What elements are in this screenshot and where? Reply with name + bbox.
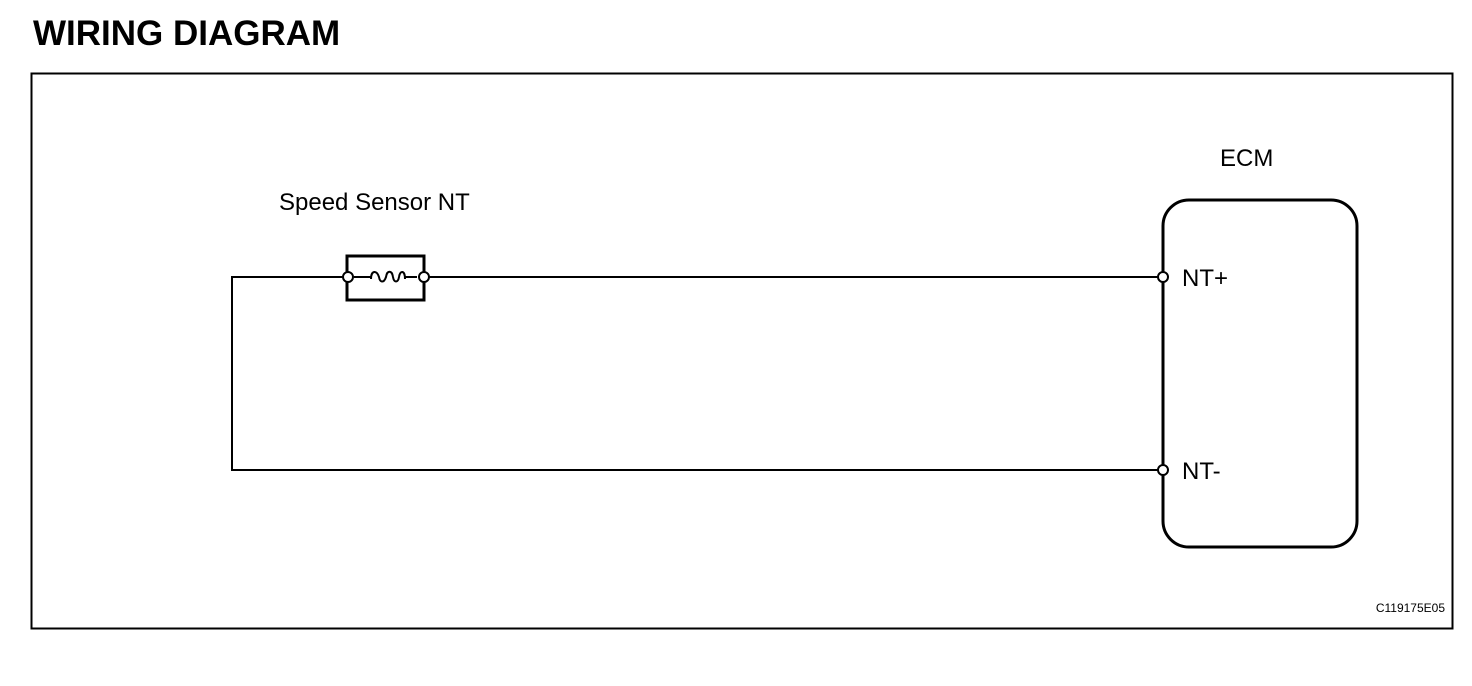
speed-sensor-symbol [342,254,430,302]
sensor-label: Speed Sensor NT [279,189,470,216]
figure-code: C119175E05 [1376,601,1445,615]
diagram-frame [30,72,1454,630]
coil-icon [370,270,406,283]
page-title: WIRING DIAGRAM [33,14,341,53]
sensor-terminal-left [342,271,354,283]
terminal-label-nt-plus: NT+ [1182,265,1228,292]
terminal-nt-plus [1157,271,1169,283]
terminal-label-nt-minus: NT- [1182,458,1221,485]
ecm-box [1161,198,1359,549]
sensor-terminal-right [418,271,430,283]
terminal-nt-minus [1157,464,1169,476]
ecm-label: ECM [1220,145,1273,172]
